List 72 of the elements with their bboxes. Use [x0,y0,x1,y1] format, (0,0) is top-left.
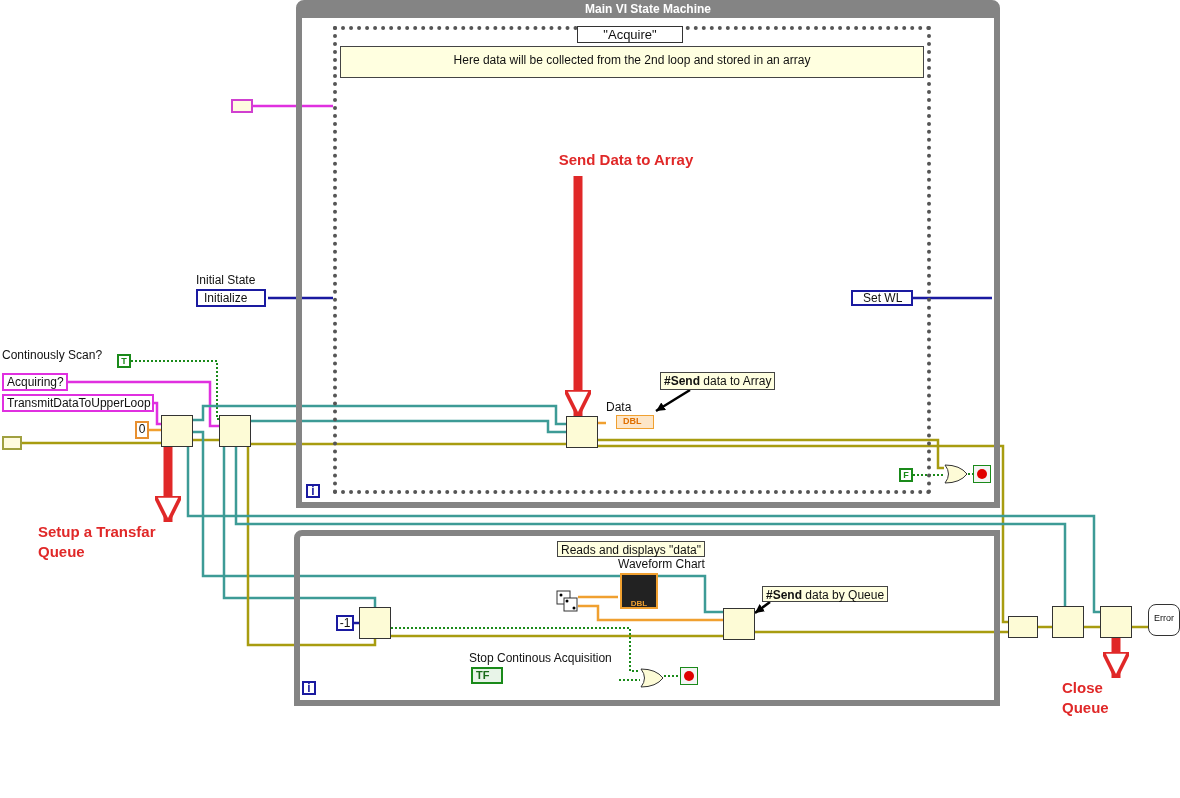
wire [251,419,566,434]
arrow [563,176,593,418]
while-loop [294,530,1000,706]
dice-icon [556,590,578,612]
wire [68,380,219,428]
wire [268,296,333,300]
function-block [219,415,251,447]
while-loop [296,0,1000,508]
terminal-label: Initial State [196,273,256,287]
terminal-label: Continously Scan? [2,348,103,362]
cluster-constant [231,99,253,113]
waveform-chart-terminal: DBL [620,573,658,609]
or-gate [640,667,664,685]
arrow [153,447,183,524]
wire [390,627,641,672]
wire [912,474,945,476]
wire [578,604,723,622]
function-block [566,416,598,448]
function-block [1008,616,1038,638]
comment: #Send data to Array [660,372,776,390]
wire [913,296,992,300]
function-block [1052,606,1084,638]
function-block [359,607,391,639]
wire [246,447,377,647]
wire [598,438,944,470]
iteration-terminal: i [306,484,320,498]
case-selector: "Acquire" [577,26,683,43]
terminal-label: Stop Continous Acquisition [469,651,612,665]
loop-title: Main VI State Machine [584,2,712,16]
indicator-terminal: DBL [616,415,654,429]
leader-line [655,388,691,413]
enum-control: Initialize [196,289,266,307]
boolean-constant: F [899,468,913,482]
cluster-constant [2,436,22,450]
numeric-constant: -1 [336,615,354,631]
local-variable: TransmitDataToUpperLoop [2,394,154,412]
numeric-constant: 0 [135,421,149,439]
case-structure [333,26,931,494]
function-block [1100,606,1132,638]
wire [193,438,219,442]
enum-constant: Set WL [851,290,913,306]
function-block [723,608,755,640]
wire [154,401,161,426]
boolean-constant: T [117,354,131,368]
comment: Here data will be collected from the 2nd loop and stored in an array [340,46,924,78]
comment: #Send data by Queue [762,586,889,602]
leader-line [754,601,771,614]
iteration-terminal: i [302,681,316,695]
wire [253,104,333,108]
wire [193,404,566,426]
local-variable: Acquiring? [2,373,68,391]
wire [663,675,681,677]
or-gate [944,463,968,485]
wire [391,634,723,638]
arrow [1101,638,1131,680]
wire [22,441,161,445]
wire [251,442,566,446]
wire [618,679,641,681]
wire [755,630,1008,634]
stop-terminal [973,465,991,483]
wire [193,430,723,614]
terminal-label: Data [606,400,632,414]
wire [130,360,220,420]
function-block [161,415,193,447]
wire [222,447,377,607]
wire [578,595,618,599]
error-handler-block: Error [1148,604,1180,636]
comment: Reads and displays "data" [557,541,705,557]
control-terminal: TF [471,667,503,684]
terminal-label: Waveform Chart [618,557,705,571]
wire [598,444,1009,624]
stop-terminal [680,667,698,685]
